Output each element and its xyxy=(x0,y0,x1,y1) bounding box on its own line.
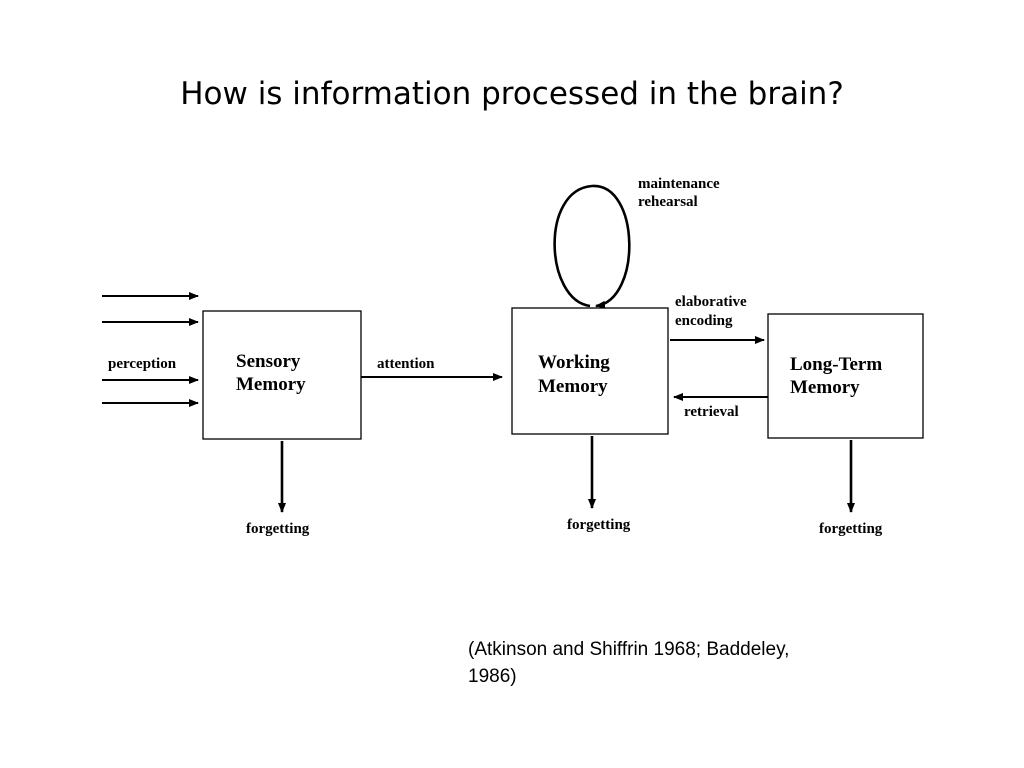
maintenance-label-line2: rehearsal xyxy=(638,194,698,210)
sensory-memory-label-line1: Sensory xyxy=(236,351,301,372)
long-term-forgetting-label: forgetting xyxy=(819,521,883,537)
elaborative-label-line1: elaborative xyxy=(675,294,747,310)
working-forgetting-label: forgetting xyxy=(567,517,631,533)
working-memory-box xyxy=(511,307,669,435)
working-memory-label-line2: Memory xyxy=(538,376,608,397)
maintenance-rehearsal-loop xyxy=(553,184,631,309)
elaborative-label-line2: encoding xyxy=(675,313,733,329)
citation-line2: 1986) xyxy=(468,666,517,687)
perception-label: perception xyxy=(108,356,177,372)
citation: (Atkinson and Shiffrin 1968; Baddeley, 1… xyxy=(468,636,878,690)
long-term-memory-label-line2: Memory xyxy=(790,377,860,398)
sensory-memory-box xyxy=(202,310,362,440)
long-term-memory-label-line1: Long-Term xyxy=(790,354,882,375)
retrieval-label: retrieval xyxy=(684,404,739,420)
slide-title: How is information processed in the brai… xyxy=(180,76,844,112)
working-memory-label-line1: Working xyxy=(538,352,610,373)
attention-label: attention xyxy=(377,356,435,372)
maintenance-label-line1: maintenance xyxy=(638,176,720,192)
long-term-memory-box xyxy=(767,313,924,439)
sensory-forgetting-label: forgetting xyxy=(246,521,310,537)
sensory-memory-label-line2: Memory xyxy=(236,374,306,395)
citation-line1: (Atkinson and Shiffrin 1968; Baddeley, xyxy=(468,639,790,660)
